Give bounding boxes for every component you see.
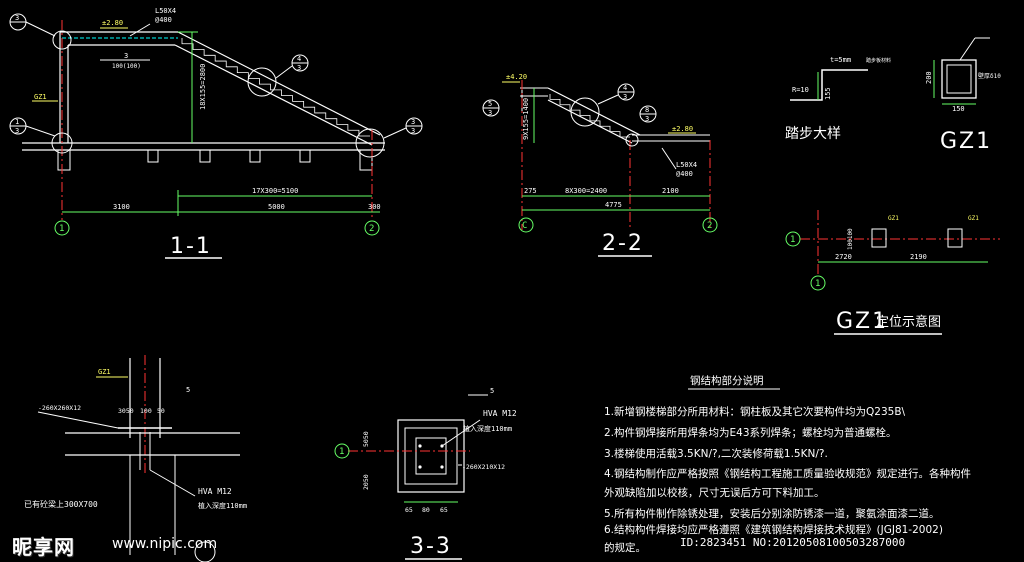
gz-plan-title-suffix: 定位示意图 xyxy=(876,314,941,330)
tread-title: 踏步大样 xyxy=(785,126,841,142)
callout-2-mid-num: 4 xyxy=(623,84,627,92)
dim-2100: 2100 xyxy=(662,187,679,195)
base-callout: 5 xyxy=(186,386,190,394)
spacing-label-2: @400 xyxy=(676,170,693,178)
axis-c: C xyxy=(522,221,527,231)
sec33-dim-h3: 65 xyxy=(440,506,448,514)
dim-4775: 4775 xyxy=(605,201,622,209)
gz-plan-axis-1a: 1 xyxy=(790,235,795,245)
tread-dim: 155 xyxy=(824,87,832,100)
callout-left-num: 1 xyxy=(15,118,19,126)
watermark-url: www.nipic.com xyxy=(112,536,218,552)
angle-label-2: L50X4 xyxy=(676,161,697,169)
riser-dim-2: 9X155=1400 xyxy=(522,98,530,140)
base-plate: -260X260X12 xyxy=(38,404,81,412)
gz-plan-title: GZ1 xyxy=(836,309,888,334)
base-dim-a: 3050 xyxy=(118,407,134,415)
elev-left: ±4.20 xyxy=(506,73,527,81)
callout-2-mid-sheet: 3 xyxy=(623,93,627,101)
gz-plan-dim-b: 2190 xyxy=(910,253,927,261)
base-beam: 已有砼梁上300X700 xyxy=(24,499,98,509)
note-line-5: 外观缺陷加以校核，尺寸无误后方可下料加工。 xyxy=(604,486,825,499)
note-line-8: 的规定。 xyxy=(604,541,646,554)
sec33-dim-h1: 65 xyxy=(405,506,413,514)
base-bolt: HVA M12 xyxy=(198,487,232,496)
callout-top-num: 3 xyxy=(15,14,19,22)
section-3-3: 1 5050 2050 65 80 65 HVA M12 植入深度110mm -… xyxy=(334,387,517,560)
gz-plan-b: GZ1 xyxy=(968,215,979,222)
axis-2b: 2 xyxy=(707,221,712,231)
spacing-label: @400 xyxy=(155,16,172,24)
sec33-embed: 植入深度110mm xyxy=(463,424,512,433)
note-line-3: 3.楼梯使用活载3.5KN/?,二次装修荷载1.5KN/?. xyxy=(604,447,828,460)
elev-right: ±2.80 xyxy=(672,125,693,133)
gz1-title: GZ1 xyxy=(940,129,992,154)
axis-2: 2 xyxy=(369,224,374,234)
callout-right-sheet: 3 xyxy=(411,127,415,135)
callout-2-right-num: 8 xyxy=(645,106,649,114)
callout-2-left-num: 5 xyxy=(488,100,492,108)
base-dim-b: 100 xyxy=(140,407,152,415)
tread-detail: 155 R=10 t=5mm 踏步板材料 踏步大样 xyxy=(785,56,891,142)
gz-plan-dim-v: 100100 xyxy=(847,228,854,250)
note-line-4: 4.钢结构制作应严格按照《钢结构工程施工质量验收规范》规定进行。各种构件 xyxy=(604,467,971,480)
section-title-3-3: 3-3 xyxy=(410,534,452,559)
tread-radius: R=10 xyxy=(792,86,809,94)
gz-plan-dim-a: 2720 xyxy=(835,253,852,261)
gz1-section: 200 150 壁厚δ10 GZ1 xyxy=(925,37,1001,154)
callout-2-left-sheet: 3 xyxy=(488,109,492,117)
slope-b: 100(100) xyxy=(112,63,141,70)
axis-1-33: 1 xyxy=(339,447,344,457)
gz-plan-a: GZ1 xyxy=(888,215,899,222)
callout-left-sheet: 3 xyxy=(15,127,19,135)
callout-2-right-sheet: 3 xyxy=(645,115,649,123)
sec33-callout: 5 xyxy=(490,387,494,395)
riser-dim: 18X155=2800 xyxy=(199,64,207,110)
dim-3100: 3100 xyxy=(113,203,130,211)
sec33-bolt: HVA M12 xyxy=(483,409,517,418)
section-1-1: 3 4 3 1 3 3 3 ±2.80 L50X4 @400 3 100(100… xyxy=(9,7,423,259)
watermark-logo: 昵享网 xyxy=(12,535,75,559)
section-title-2-2: 2-2 xyxy=(602,231,644,256)
tread-plate: t=5mm xyxy=(830,56,851,64)
dim-300: 300 xyxy=(368,203,381,211)
gz1-thickness: 壁厚δ10 xyxy=(978,72,1001,80)
callout-right-num: 3 xyxy=(411,118,415,126)
watermark-id: ID:2823451 NO:20120508100503287000 xyxy=(680,536,906,549)
note-line-1: 1.新增钢楼梯部分所用材料：钢柱板及其它次要构件均为Q235B\ xyxy=(604,405,906,418)
axis-1: 1 xyxy=(59,224,64,234)
gz-plan-axis-1b: 1 xyxy=(815,279,820,289)
sec33-dim-h2: 80 xyxy=(422,506,430,514)
dim-2400: 8X300=2400 xyxy=(565,187,607,195)
base-gz: GZ1 xyxy=(98,368,111,376)
base-dim-c: 50 xyxy=(157,407,165,415)
slope-a: 3 xyxy=(124,52,128,60)
steel-notes: 钢结构部分说明 1.新增钢楼梯部分所用材料：钢柱板及其它次要构件均为Q235B\… xyxy=(604,374,971,554)
sec33-plate: -260X210X12 xyxy=(462,463,505,471)
sec33-dim-v1: 5050 xyxy=(362,431,370,447)
note-line-7: 6.结构构件焊接均应严格遵照《建筑钢结构焊接技术规程》(JGJ81-2002) xyxy=(604,523,943,536)
angle-label: L50X4 xyxy=(155,7,176,15)
sec33-dim-v2: 2050 xyxy=(362,474,370,490)
column-base-detail: GZ1 -260X260X12 3050 100 50 已有砼梁上300X700… xyxy=(24,355,247,562)
section-title-1-1: 1-1 xyxy=(170,234,212,259)
elev-label: ±2.80 xyxy=(102,19,123,27)
gz1-width: 150 xyxy=(952,105,965,113)
section-2-2: ±4.20 ±2.80 9X155=1400 L50X4 @400 5 3 4 … xyxy=(482,73,718,257)
dim-5000: 5000 xyxy=(268,203,285,211)
callout-mid-sheet: 3 xyxy=(297,64,301,72)
gz-label: GZ1 xyxy=(34,93,47,101)
gz1-height: 200 xyxy=(925,71,933,84)
base-embed: 植入深度110mm xyxy=(198,501,247,510)
notes-title: 钢结构部分说明 xyxy=(690,374,764,387)
dim-run: 17X300=5100 xyxy=(252,187,298,195)
note-line-2: 2.构件钢焊接所用焊条均为E43系列焊条；螺栓均为普通螺栓。 xyxy=(604,426,897,439)
gz1-plan: GZ1 GZ1 2720 2190 100100 1 1 GZ1 定位示意图 xyxy=(785,210,1000,335)
callout-mid-num: 4 xyxy=(297,55,301,63)
note-line-6: 5.所有构件制作除锈处理，安装后分别涂防锈漆一道，聚氨涂面漆二道。 xyxy=(604,507,940,520)
dim-275: 275 xyxy=(524,187,537,195)
tread-plate-note: 踏步板材料 xyxy=(866,57,891,64)
